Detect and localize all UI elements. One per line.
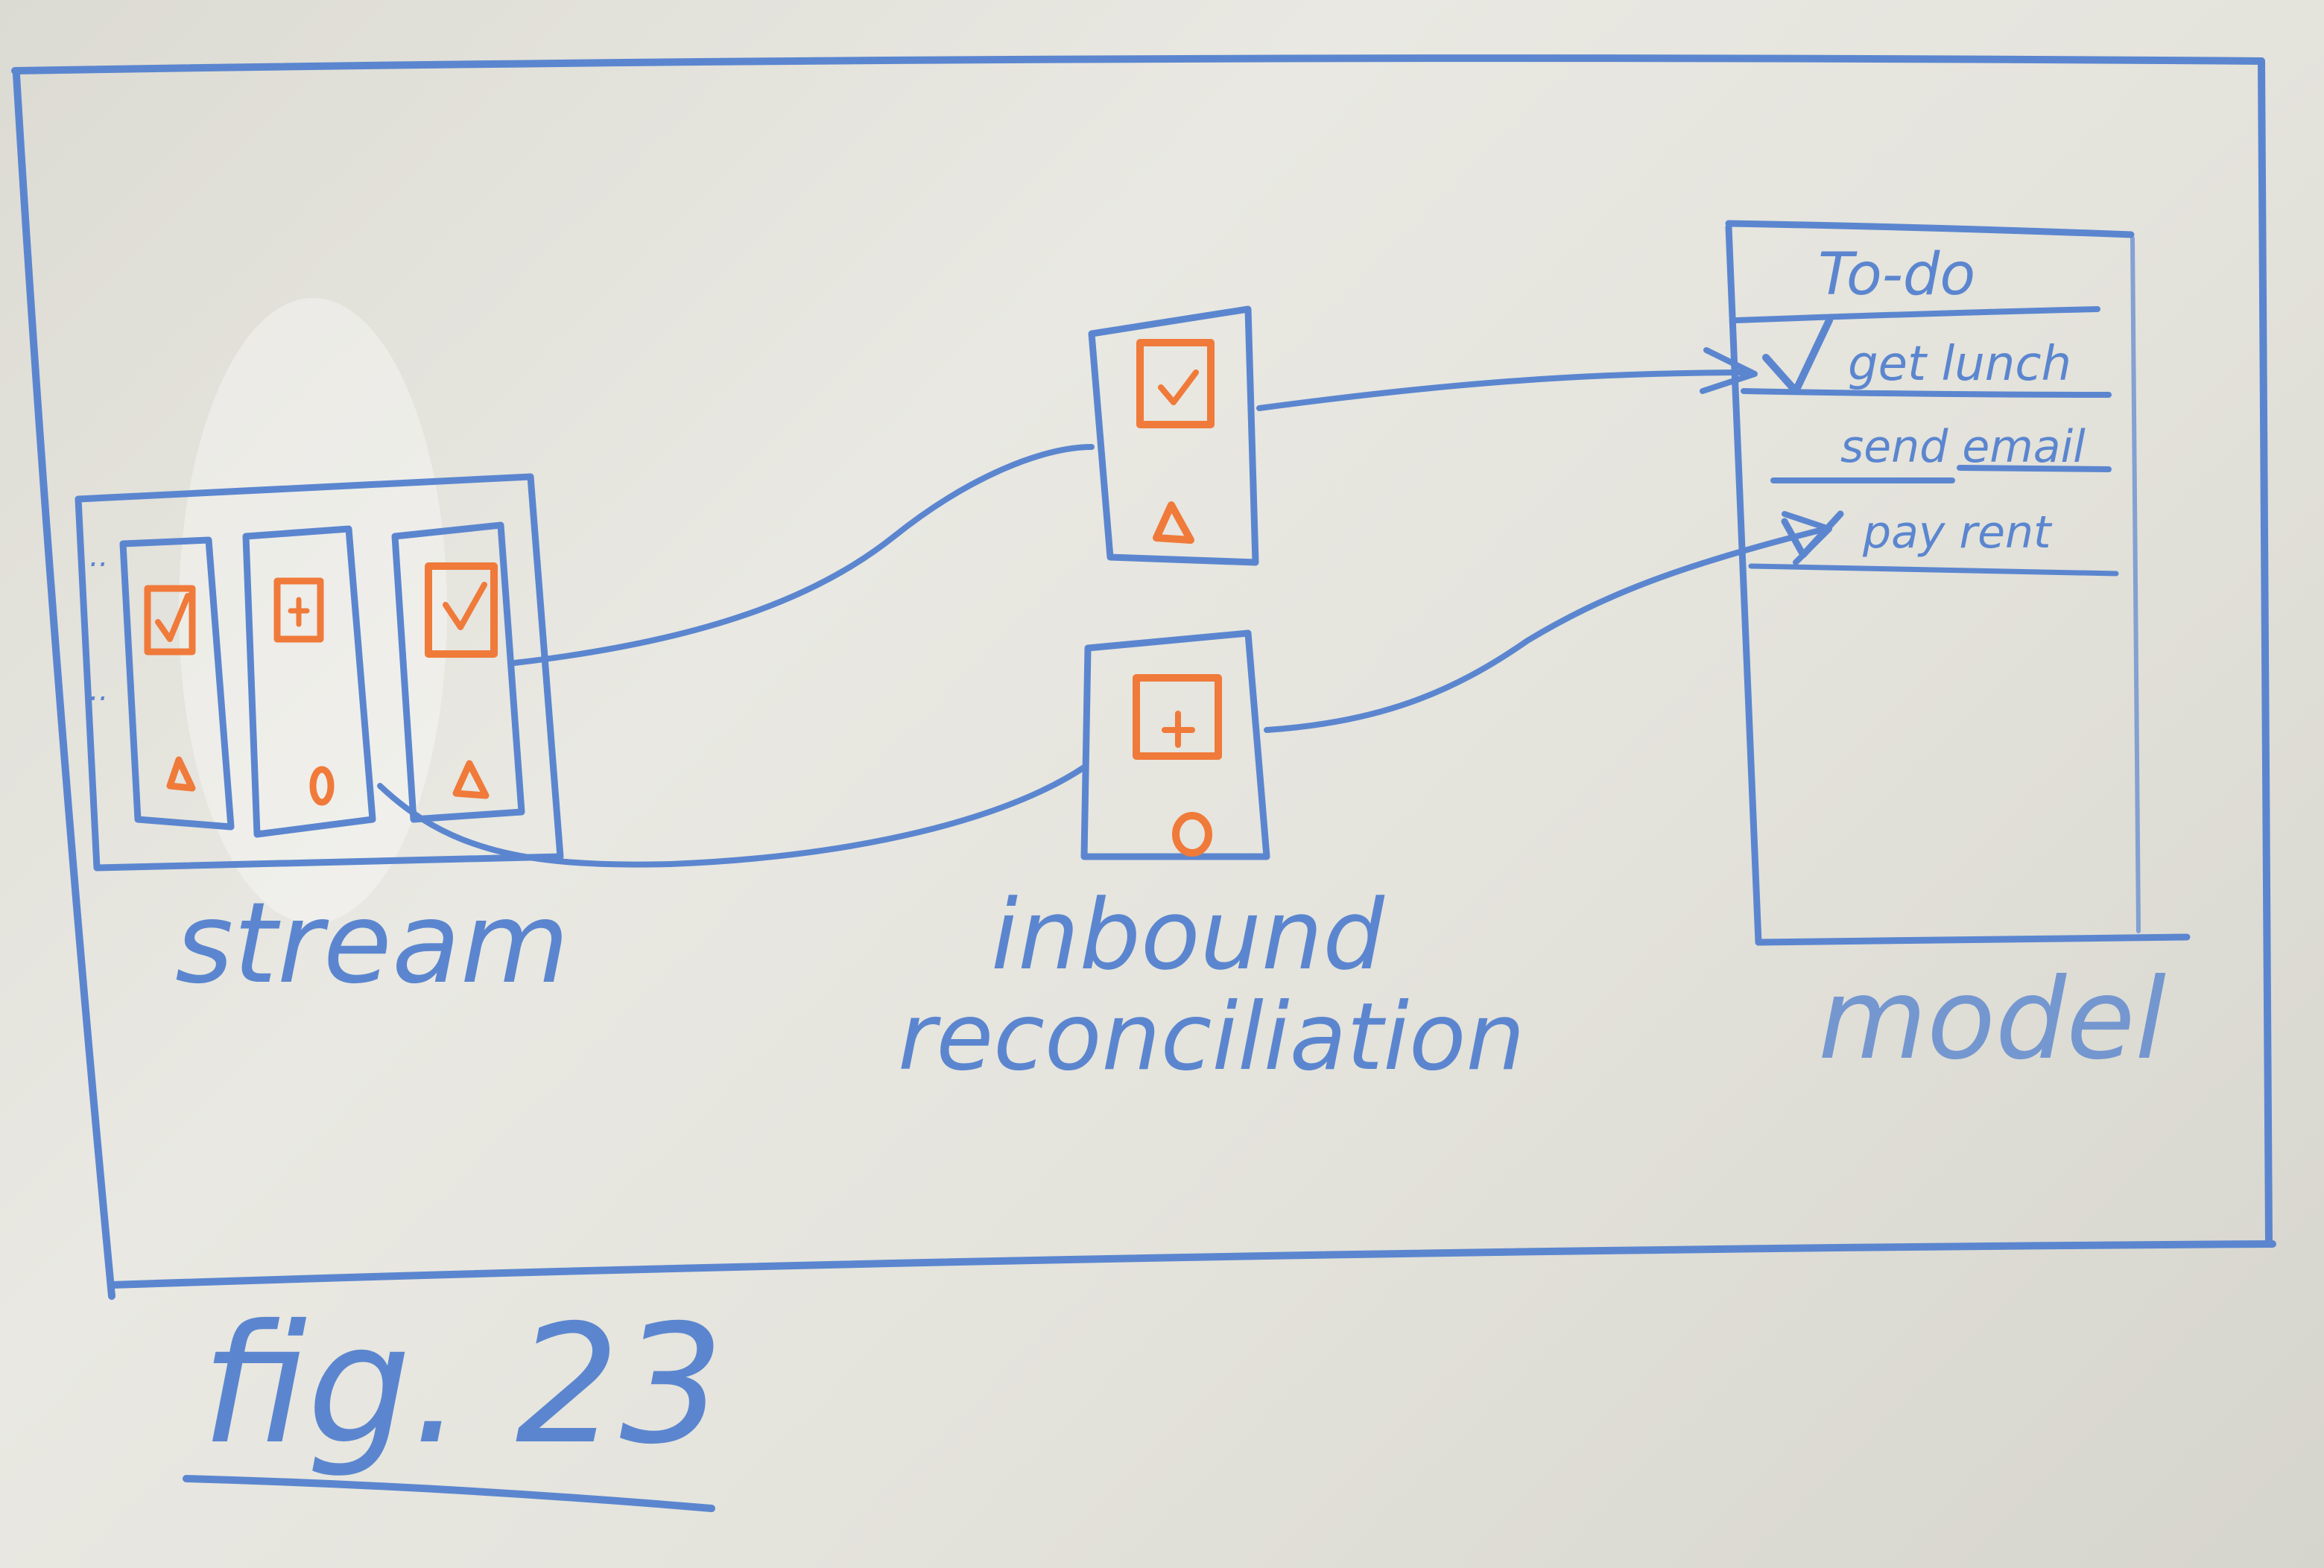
inbound-card-1 (1088, 305, 1259, 566)
model-label: model (1818, 955, 2166, 1085)
inbound-card-2 (1080, 629, 1270, 860)
todo-check-icon-1 (1762, 317, 1833, 395)
checkbox-plus-icon (273, 577, 324, 643)
triangle-icon (1153, 501, 1194, 544)
stream-container: .. .. (75, 473, 564, 872)
glare (179, 298, 447, 924)
circle-icon (309, 766, 335, 806)
circle-icon (1172, 812, 1212, 857)
stream-card-3 (391, 521, 525, 823)
connectors (377, 347, 1832, 868)
inbound-label-line2: reconciliation (898, 983, 1525, 1091)
triangle-icon (452, 760, 490, 799)
stream-ellipsis-mid: .. (89, 673, 108, 708)
stream-card-1 (119, 536, 235, 831)
checkbox-checked-icon (425, 562, 498, 658)
figure-underline (183, 1475, 715, 1512)
figure-label: fig. 23 (201, 1289, 724, 1480)
arrow-head-icon (1700, 347, 1758, 394)
arrow-head-icon (1782, 511, 1832, 565)
checkbox-plus-icon (1133, 674, 1222, 760)
inbound-label-line1: inbound (991, 878, 1385, 991)
todo-item-1: get lunch (1848, 337, 2071, 392)
todo-item-2: send email (1840, 421, 2086, 473)
todo-title: To-do (1818, 241, 1975, 308)
stream-label: stream (175, 879, 569, 1009)
stream-card-2 (242, 525, 376, 838)
checkbox-checked-icon (144, 585, 196, 656)
checkbox-checked-icon (1136, 339, 1215, 428)
stream-ellipsis-top: .. (89, 539, 108, 574)
outer-frame (11, 54, 2276, 1300)
triangle-icon (166, 756, 196, 792)
model-todo-list (1725, 220, 2191, 946)
todo-item-3: pay rent (1862, 507, 2053, 559)
